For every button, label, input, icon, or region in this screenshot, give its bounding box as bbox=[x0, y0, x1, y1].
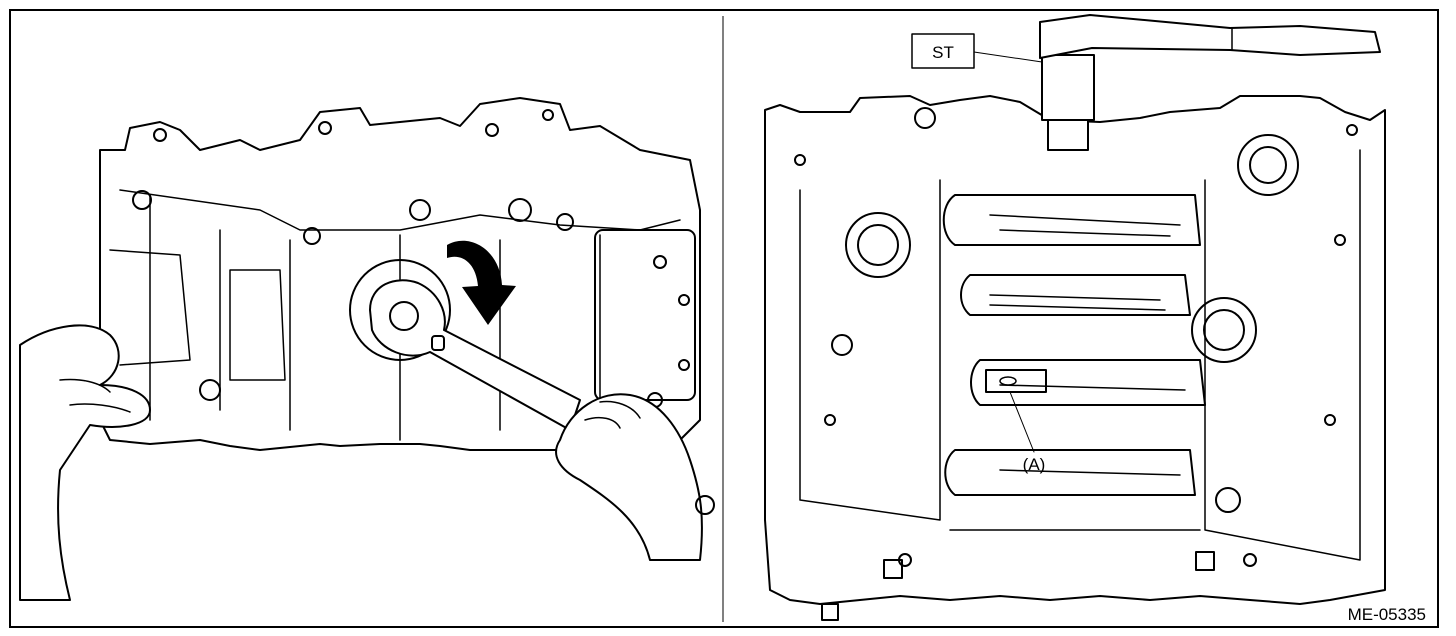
journal-4 bbox=[944, 449, 1196, 496]
right-engine-block bbox=[764, 95, 1386, 605]
st-leader-line bbox=[973, 51, 1043, 63]
ratchet-head-hole bbox=[389, 301, 419, 331]
bolt-hole bbox=[303, 227, 321, 245]
bolt-hole bbox=[318, 121, 332, 135]
st-socket bbox=[1041, 54, 1095, 121]
bolt-hole bbox=[678, 294, 690, 306]
bolt-hole bbox=[794, 154, 806, 166]
ratchet-selector bbox=[431, 335, 445, 351]
bolt-hole bbox=[1324, 414, 1336, 426]
bolt-hole bbox=[678, 359, 690, 371]
bolt-hole bbox=[153, 128, 167, 142]
bolt-hole bbox=[199, 379, 221, 401]
left-hand bbox=[19, 324, 151, 601]
marker-a-leader bbox=[1009, 391, 1035, 453]
bottom-bolt bbox=[821, 603, 839, 621]
bottom-bolt bbox=[883, 559, 903, 579]
ratchet-wrench bbox=[369, 279, 581, 431]
figure-code: ME-05335 bbox=[1348, 605, 1426, 624]
journal-3 bbox=[970, 359, 1206, 406]
cylinder-bore bbox=[1237, 134, 1299, 196]
bolt-hole bbox=[653, 255, 667, 269]
journal-1 bbox=[942, 194, 1201, 246]
right-panel bbox=[764, 14, 1386, 621]
bolt-hole bbox=[1334, 234, 1346, 246]
bolt-hole bbox=[409, 199, 431, 221]
cylinder-bore bbox=[845, 212, 911, 278]
bottom-bolt bbox=[1195, 551, 1215, 571]
cylinder-bore bbox=[1191, 297, 1257, 363]
right-hand bbox=[555, 393, 703, 561]
st-callout-box bbox=[911, 33, 975, 69]
right-hand-wristwatch bbox=[695, 495, 715, 515]
bolt-hole bbox=[824, 414, 836, 426]
st-ratchet-handle bbox=[1039, 14, 1381, 59]
right-hand-fingers bbox=[584, 400, 641, 429]
bolt-hole bbox=[1215, 487, 1241, 513]
bolt-hole bbox=[485, 123, 499, 137]
curved-arrow-clockwise-icon bbox=[447, 240, 516, 325]
journal-2 bbox=[960, 274, 1191, 316]
cylinder-bore-inner bbox=[857, 224, 899, 266]
left-hand-fingers bbox=[59, 378, 131, 413]
left-panel bbox=[19, 97, 715, 601]
connecting-rod-details bbox=[989, 214, 1186, 476]
left-engine-block bbox=[99, 97, 701, 451]
bolt-hole bbox=[1346, 124, 1358, 136]
left-oil-gallery bbox=[109, 249, 286, 381]
st-socket-base bbox=[1047, 119, 1089, 151]
bolt-hole bbox=[508, 198, 532, 222]
bolt-hole bbox=[831, 334, 853, 356]
bolt-hole bbox=[1243, 553, 1257, 567]
bolt-hole bbox=[542, 109, 554, 121]
crank-pulley bbox=[349, 259, 451, 361]
cylinder-bore-inner bbox=[1249, 146, 1287, 184]
bolt-hole bbox=[914, 107, 936, 129]
st-label: ST bbox=[932, 43, 954, 62]
cylinder-bore-inner bbox=[1203, 309, 1245, 351]
figure-frame bbox=[9, 9, 1439, 628]
bolt-hole bbox=[132, 190, 152, 210]
marker-a-box bbox=[985, 369, 1047, 393]
marker-a-slot bbox=[999, 376, 1017, 386]
bolt-hole bbox=[556, 213, 574, 231]
right-block-webs bbox=[799, 149, 1361, 561]
marker-a-label: (A) bbox=[1023, 455, 1046, 474]
